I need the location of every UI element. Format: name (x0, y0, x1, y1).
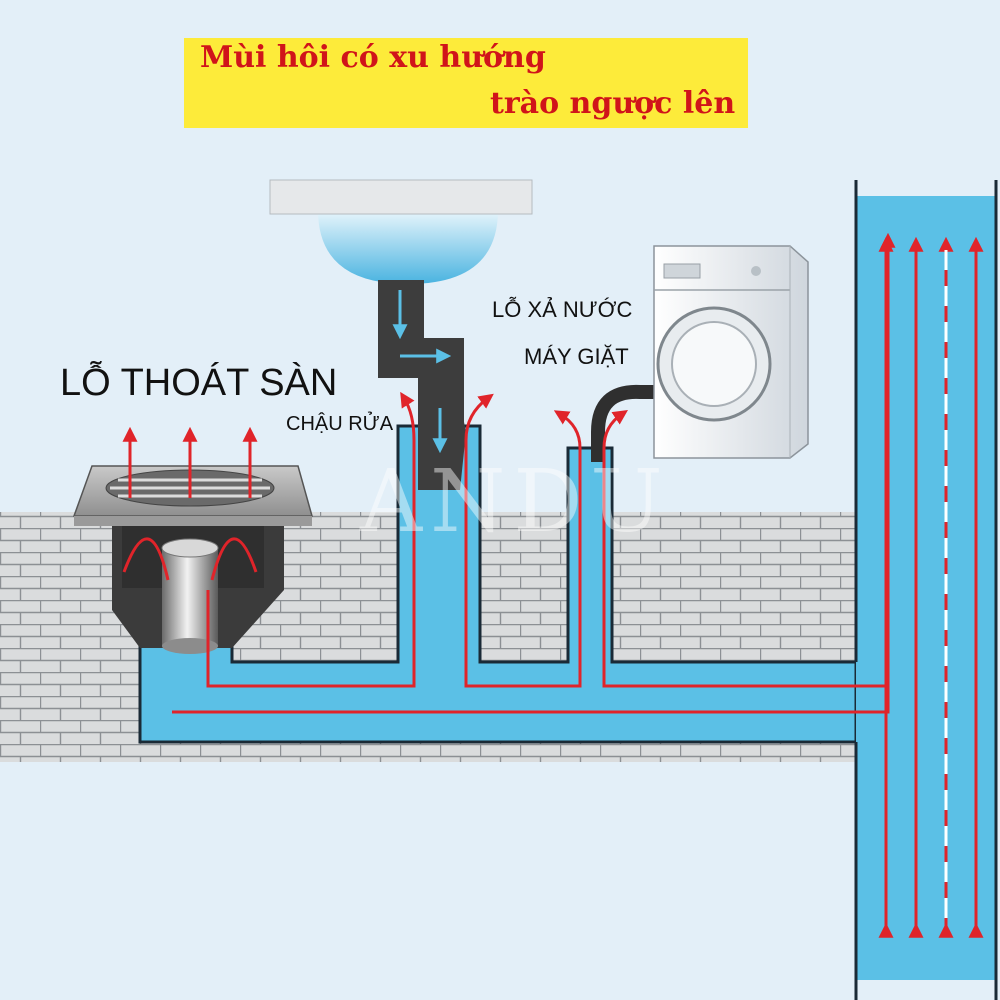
floor-drain (72, 465, 313, 654)
watermark: ANDU (360, 452, 671, 552)
banner-line-2: trào ngược lên (490, 86, 736, 121)
warning-banner (184, 38, 748, 128)
label-sink: CHẬU RỬA (286, 413, 394, 435)
label-washer-line-1: LỖ XẢ NƯỚC (492, 297, 633, 322)
label-washer-line-2: MÁY GIẶT (524, 344, 629, 369)
washing-machine (591, 245, 809, 462)
banner-line-1: Mùi hôi có xu hướng (200, 40, 546, 75)
water-flow-arrows (392, 290, 452, 454)
sink (269, 179, 533, 490)
label-floor-drain: LỖ THOÁT SÀN (60, 362, 338, 404)
